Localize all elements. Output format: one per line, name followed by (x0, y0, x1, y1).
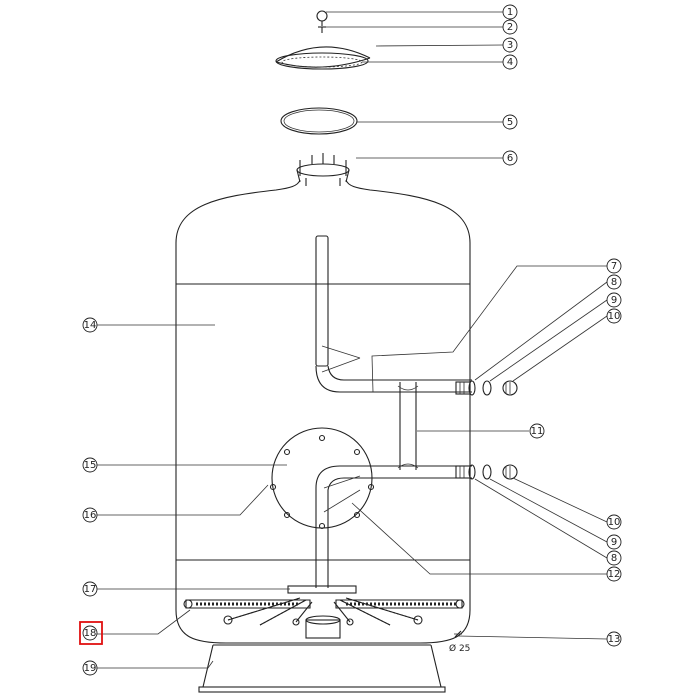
callout-5: 5 (502, 114, 518, 130)
callout-10-upper: 10 (606, 308, 622, 324)
part-19-base-stand (198, 644, 446, 693)
callout-4: 4 (502, 54, 518, 70)
part-13-drain-detail: Ø 25 (449, 630, 470, 654)
svg-text:7: 7 (611, 261, 617, 272)
callout-13: 13 (606, 631, 622, 647)
lower-collector-pipe (315, 465, 472, 588)
callout-1: 1 (502, 4, 518, 20)
leader-lines (88, 11, 608, 669)
svg-text:17: 17 (84, 584, 97, 595)
callout-7: 7 (606, 258, 622, 274)
svg-text:14: 14 (84, 320, 97, 331)
callout-3: 3 (502, 37, 518, 53)
svg-text:1: 1 (507, 7, 513, 18)
part-2-valve-stem (318, 26, 326, 33)
svg-text:19: 19 (84, 663, 97, 674)
upper-inlet-pipe (315, 235, 472, 393)
dimension-label: Ø 25 (449, 643, 470, 654)
svg-text:11: 11 (531, 426, 544, 437)
svg-text:15: 15 (84, 460, 97, 471)
lower-side-fittings (455, 464, 518, 480)
part-3-lid (275, 46, 371, 70)
callout-10-lower: 10 (606, 514, 622, 530)
svg-text:13: 13 (608, 634, 621, 645)
callout-6: 6 (502, 150, 518, 166)
svg-text:16: 16 (84, 510, 97, 521)
callout-14: 14 (82, 317, 98, 333)
part-11-connector-pipe (397, 382, 419, 470)
svg-text:18: 18 (84, 628, 97, 639)
svg-text:9: 9 (611, 537, 617, 548)
callout-17: 17 (82, 581, 98, 597)
svg-text:6: 6 (507, 153, 513, 164)
tank-body (175, 153, 471, 644)
callout-9-lower: 9 (606, 534, 622, 550)
svg-text:3: 3 (507, 40, 513, 51)
svg-text:8: 8 (611, 277, 617, 288)
part-5-o-ring (280, 107, 358, 135)
callout-9-upper: 9 (606, 292, 622, 308)
svg-text:8: 8 (611, 553, 617, 564)
callout-19: 19 (82, 660, 98, 676)
callout-8-upper: 8 (606, 274, 622, 290)
svg-text:10: 10 (608, 517, 621, 528)
svg-text:12: 12 (608, 569, 621, 580)
svg-text:10: 10 (608, 311, 621, 322)
callout-12: 12 (606, 566, 622, 582)
callout-8-lower: 8 (606, 550, 622, 566)
callout-16: 16 (82, 507, 98, 523)
part-17-lateral-hub (287, 585, 357, 639)
part-1-air-release-knob (316, 10, 328, 26)
callout-15: 15 (82, 457, 98, 473)
svg-text:9: 9 (611, 295, 617, 306)
highlight-box-callout-18 (79, 621, 103, 645)
callout-2: 2 (502, 19, 518, 35)
callout-11: 11 (529, 423, 545, 439)
part-18-laterals (183, 597, 465, 626)
svg-text:5: 5 (507, 117, 513, 128)
svg-text:2: 2 (507, 22, 513, 33)
callout-18: 18 (82, 625, 98, 641)
upper-side-fittings (455, 380, 518, 396)
svg-text:4: 4 (507, 57, 513, 68)
